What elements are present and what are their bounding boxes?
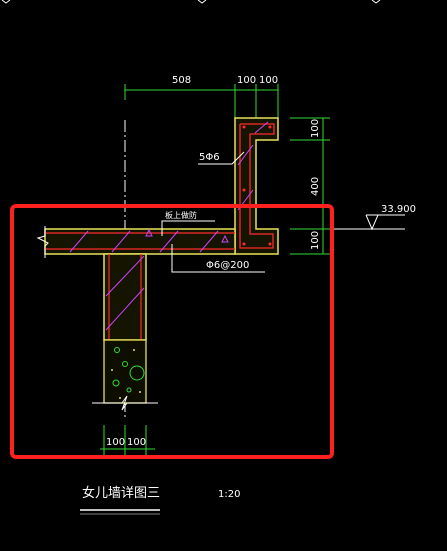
top-edge-mark-left [1, 0, 11, 4]
top-edge-mark-right [371, 0, 381, 4]
leader-stirrup [171, 244, 265, 273]
top-dimensions [124, 84, 279, 120]
dim-right-400: 400 [310, 177, 321, 196]
rebar-note: 5Φ6 [199, 152, 220, 163]
dim-100-b: 100 [259, 75, 278, 86]
elevation-marker [330, 214, 405, 231]
stirrup-note: Φ6@200 [206, 260, 249, 271]
right-dimensions [290, 117, 330, 255]
dim-bottom-100-b: 100 [127, 437, 146, 448]
dim-bottom-100-a: 100 [106, 437, 125, 448]
elevation-label: 33.900 [381, 204, 416, 215]
dim-right-100-bottom: 100 [310, 231, 321, 250]
highlight-box [10, 204, 334, 459]
drawing-title: 女儿墙详图三 [82, 485, 160, 501]
leader-slab [161, 220, 215, 236]
top-edge-mark-mid [197, 0, 207, 4]
slab-note: 板上做防 [165, 210, 197, 220]
drawing-scale: 1:20 [218, 489, 240, 500]
column-section [92, 253, 158, 411]
parapet-section [234, 117, 279, 255]
slab-section [36, 226, 236, 258]
dim-508: 508 [172, 75, 191, 86]
dim-100-a: 100 [237, 75, 256, 86]
bottom-dimensions [100, 425, 155, 455]
leader-rebar [198, 151, 245, 165]
dim-right-100-top: 100 [310, 119, 321, 138]
